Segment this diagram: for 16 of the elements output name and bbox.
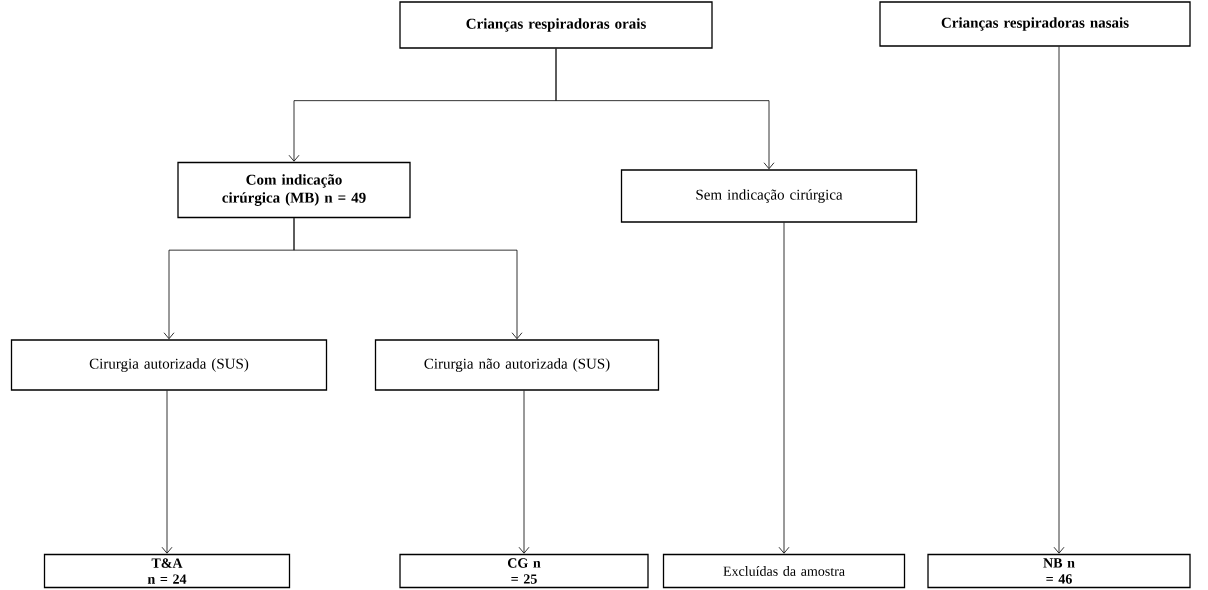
arrow (518, 390, 530, 554)
arrow (778, 222, 790, 554)
flow-box: Com indicação cirúrgica (MB) n = 49 (177, 161, 411, 219)
flow-box: Crianças respiradoras nasais (879, 1, 1191, 47)
arrow (555, 48, 775, 170)
flow-box: T&A n = 24 (43, 553, 291, 589)
arrow (293, 217, 523, 340)
flow-box: Sem indicação cirúrgica (620, 169, 918, 223)
flow-box: Cirurgia não autorizada (SUS) (374, 339, 660, 391)
flow-box: Cirurgia autorizada (SUS) (10, 339, 328, 391)
flow-box: Crianças respiradoras orais (399, 1, 713, 49)
arrow (1053, 46, 1065, 554)
flow-box: Excluídas da amostra (662, 553, 906, 589)
arrow (161, 390, 173, 554)
flow-box: NB n = 46 (927, 553, 1191, 589)
flow-box: CG n = 25 (399, 553, 649, 589)
